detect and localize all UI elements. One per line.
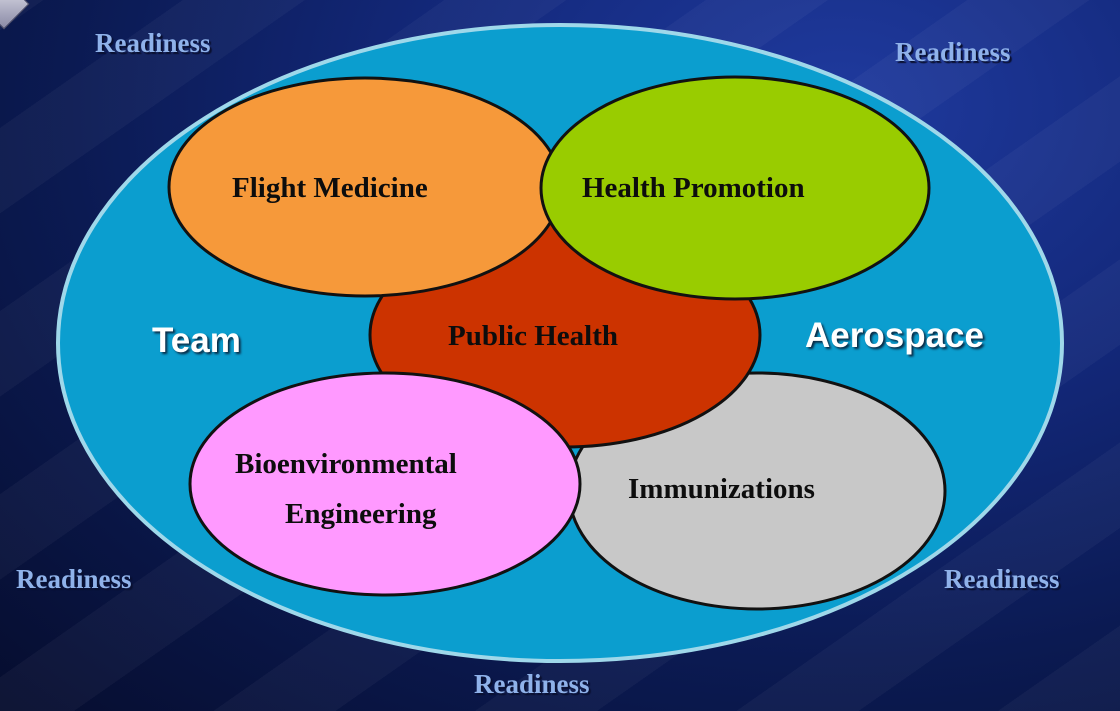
readiness-label-bottom-left: Readiness bbox=[16, 564, 132, 594]
immunizations-label: Immunizations bbox=[628, 473, 815, 505]
flight-medicine-label: Flight Medicine bbox=[232, 172, 428, 204]
readiness-label-top-right: Readiness bbox=[895, 37, 1011, 67]
bioenvironmental-label-line2: Engineering bbox=[285, 498, 437, 530]
health-promotion-label: Health Promotion bbox=[582, 172, 805, 204]
aerospace-label: Aerospace bbox=[805, 316, 984, 355]
health-promotion-oval bbox=[539, 75, 931, 301]
readiness-label-bottom-center: Readiness bbox=[474, 669, 590, 699]
readiness-label-bottom-right: Readiness bbox=[944, 564, 1060, 594]
bioenvironmental-label-line1: Bioenvironmental bbox=[235, 448, 457, 480]
team-label: Team bbox=[152, 321, 241, 360]
bioenvironmental-oval bbox=[188, 371, 582, 597]
readiness-label-top-left: Readiness bbox=[95, 28, 211, 58]
public-health-label: Public Health bbox=[448, 320, 618, 352]
